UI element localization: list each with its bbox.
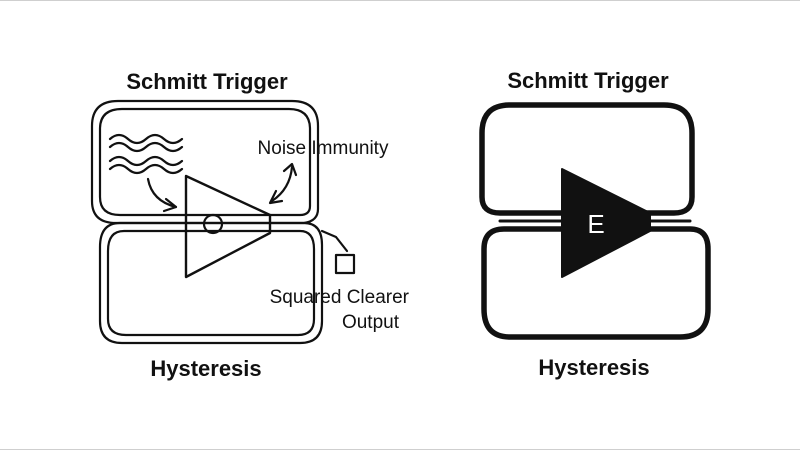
right-upper-frame (479, 102, 695, 216)
output-lead-line (320, 229, 349, 253)
right-lower-frame (481, 226, 711, 340)
comparator-letter: E (587, 209, 604, 239)
left-comparator-triangle (184, 174, 272, 279)
squared-output-label-line2: Output (342, 312, 400, 333)
left-bottom-label: Hysteresis (150, 356, 261, 381)
right-panel: Schmitt Trigger E Hysteresis (479, 68, 711, 380)
right-bottom-label: Hysteresis (538, 355, 649, 380)
left-upper-inner-frame (98, 107, 312, 217)
comparator-circle-icon (202, 213, 224, 235)
left-panel: Schmitt Trigger (90, 69, 410, 381)
output-square-icon (334, 253, 356, 275)
input-arrow-icon (146, 177, 178, 213)
left-lower-outer-frame (98, 221, 324, 345)
left-upper-outer-frame (90, 99, 320, 225)
squared-output-label-line1: Squared Clearer (270, 287, 410, 308)
noise-wave-icon (108, 133, 184, 175)
noise-immunity-label: Noise Immunity (258, 138, 389, 159)
noise-immunity-arrow-icon (268, 162, 298, 205)
right-title: Schmitt Trigger (507, 68, 669, 93)
left-title: Schmitt Trigger (126, 69, 288, 94)
right-comparator-triangle (561, 168, 651, 278)
left-lower-inner-frame (106, 229, 316, 337)
